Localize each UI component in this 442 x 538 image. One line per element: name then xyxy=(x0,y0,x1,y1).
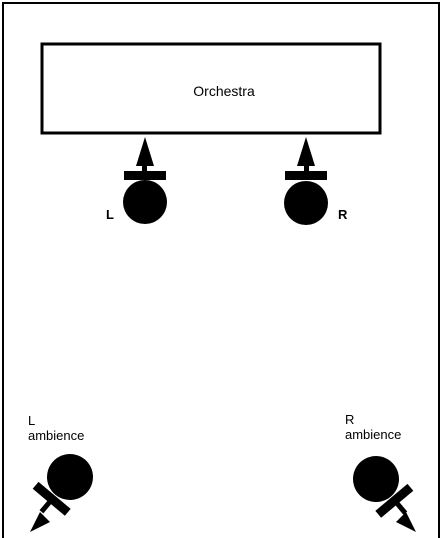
ambience-left-label-line1: L xyxy=(28,413,35,428)
arrow-icon xyxy=(136,137,154,166)
arrow-icon xyxy=(30,512,50,532)
orchestra-label: Orchestra xyxy=(193,83,255,99)
microphone-icon xyxy=(32,454,93,516)
ambience-left-microphone: L ambience xyxy=(28,413,93,532)
ambience-left-label-line2: ambience xyxy=(28,428,84,443)
microphone-icon xyxy=(123,158,167,224)
ambience-right-label-line2: ambience xyxy=(345,427,401,442)
orchestra-stage: Orchestra xyxy=(40,42,382,135)
microphone-icon xyxy=(284,158,328,225)
main-right-label: R xyxy=(338,207,348,222)
arrow-icon xyxy=(297,137,315,166)
main-right-microphone: R xyxy=(284,137,348,225)
ambience-right-microphone: R ambience xyxy=(345,412,416,532)
microphone-icon xyxy=(353,456,414,518)
ambience-right-label-line1: R xyxy=(345,412,354,427)
main-left-microphone: L xyxy=(106,137,167,224)
arrow-icon xyxy=(396,512,416,532)
main-left-label: L xyxy=(106,207,114,222)
orchestra-box xyxy=(40,42,382,135)
